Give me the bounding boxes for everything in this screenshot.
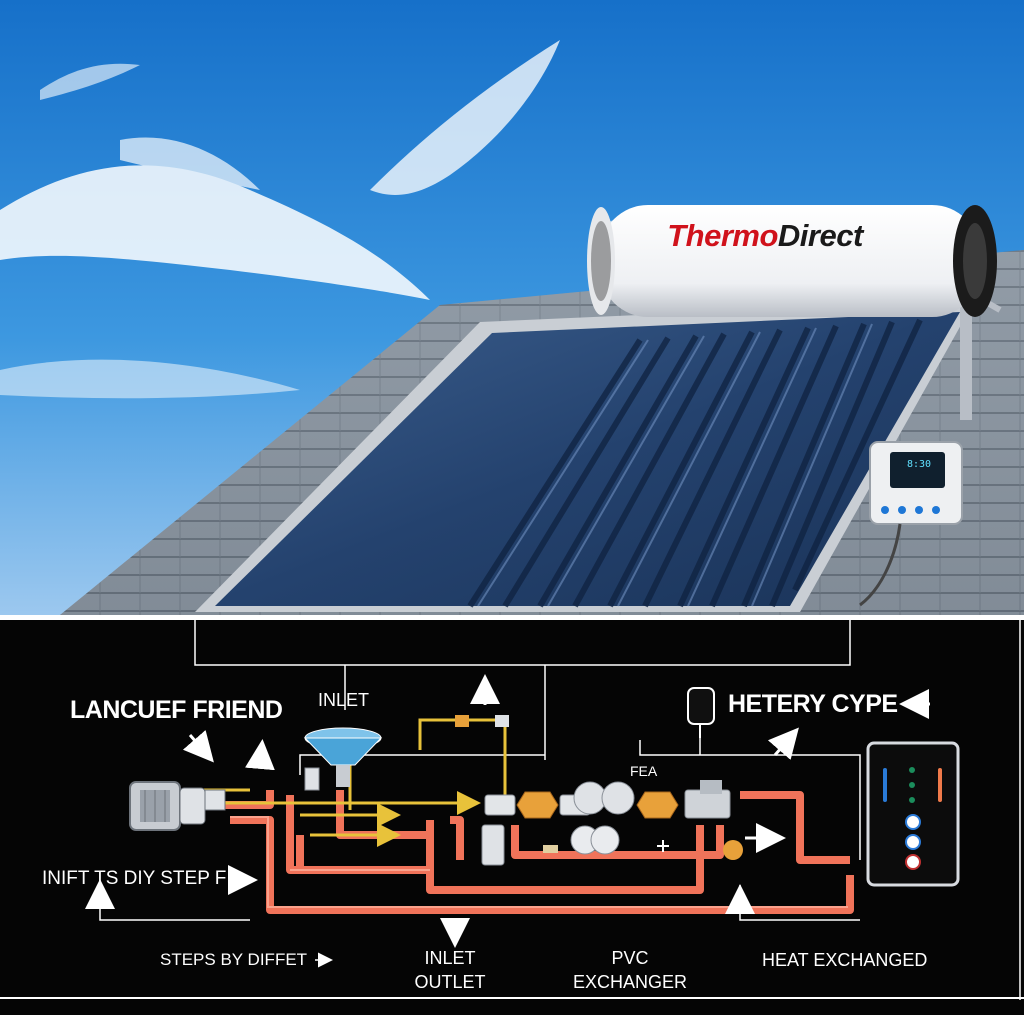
label-bottom-pvc: PVC <box>611 948 649 968</box>
plumbing-schematic: LANCUEF FRIEND INLET HETERY CYPE FEA INI… <box>0 617 1024 1015</box>
funnel-tank-icon <box>303 727 383 787</box>
schematic-drawing <box>0 620 1024 1000</box>
wiring-lines <box>0 620 1024 1000</box>
expansion-tank-icon <box>687 687 715 738</box>
label-fer: FEA <box>630 763 658 779</box>
label-bottom-outlet: OUTLET <box>414 972 486 992</box>
label-bottom-left: STEPS BY DIFFET <box>160 950 308 969</box>
plus-icon <box>657 840 669 852</box>
clouds <box>0 40 740 399</box>
label-top-right: HETERY CYPE <box>728 690 898 718</box>
support-leg <box>960 290 972 420</box>
controller-display: 8:30 <box>906 459 932 470</box>
label-bottom-inlet: INLET <box>424 948 476 968</box>
valve-icon <box>481 780 743 866</box>
label-bottom-right: HEAT EXCHANGED <box>762 950 928 970</box>
controller-cabinet-icon <box>866 741 960 887</box>
solar-controller <box>859 441 963 607</box>
pump-icon <box>129 781 226 831</box>
label-top-left: LANCUEF FRIEND <box>70 696 283 724</box>
rooftop-photo: ThermoDirect 8:30 <box>0 0 1024 615</box>
storage-tank <box>587 205 997 317</box>
label-left-mid: INIFT TS DIY STEP F <box>42 868 227 889</box>
label-bottom-exchanger: EXCHANGER <box>572 972 688 992</box>
collector-tubes <box>467 318 923 608</box>
label-top-inlet: INLET <box>318 690 370 710</box>
rooftop-illustration <box>0 0 1024 615</box>
arrow-icon <box>85 674 930 968</box>
brand-logo: ThermoDirect <box>667 218 863 253</box>
valve-icon <box>304 715 509 791</box>
